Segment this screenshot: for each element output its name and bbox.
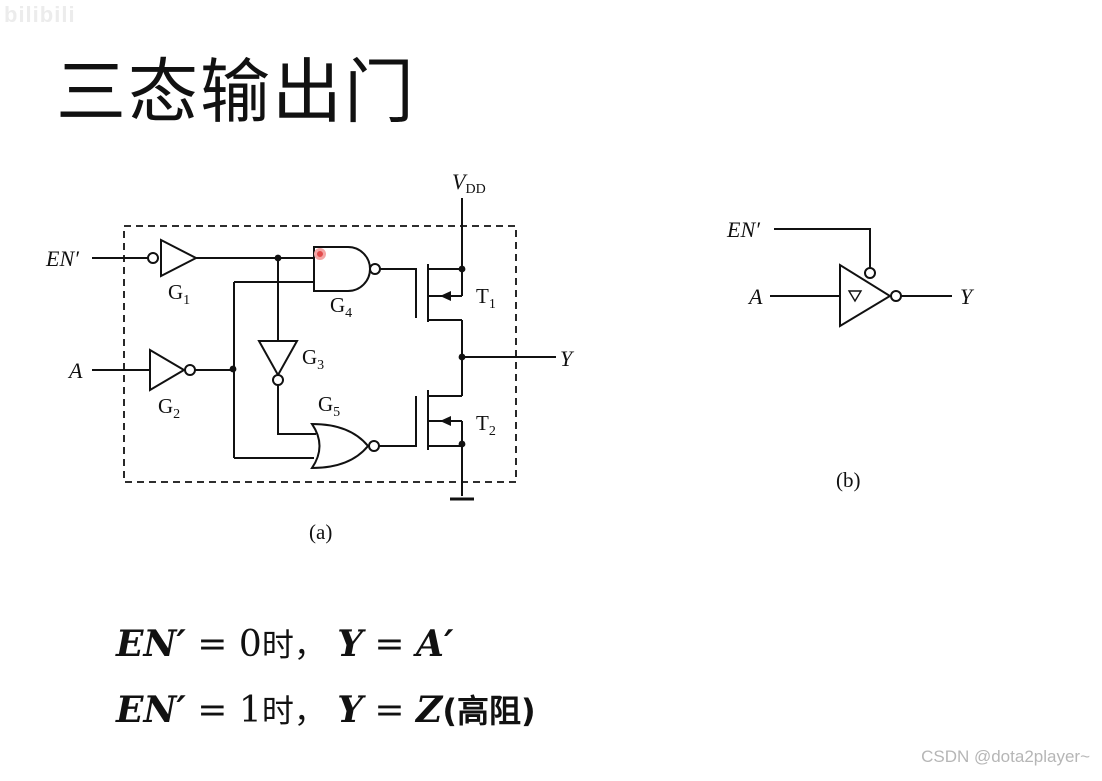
symbol-en-label: EN′	[726, 217, 761, 242]
symbol-a-label: A	[747, 284, 763, 309]
gate-label-g2: G2	[158, 394, 180, 422]
junction-dot	[458, 265, 466, 273]
y-output-label: Y	[560, 346, 575, 371]
bilibili-watermark: bilibili	[4, 2, 76, 27]
junction-dot	[458, 440, 466, 448]
g2-output-bubble	[184, 364, 196, 376]
pmos-transistor-t1	[427, 264, 462, 322]
formula-en-0: EN′ = 0时， Y = A′	[116, 623, 454, 665]
csdn-watermark: CSDN @dota2player~	[921, 747, 1090, 766]
transistor-label-t1: T1	[476, 284, 496, 312]
caption-b: (b)	[836, 468, 861, 492]
formula-en-1: EN′ = 1时， Y = Z(高阻)	[116, 689, 536, 731]
tristate-buffer-symbol	[770, 228, 952, 328]
gate-label-g4: G4	[330, 293, 352, 321]
en-input-bubble	[147, 252, 159, 264]
tristate-circuit-diagram: EN′ A Y VDD G1 G2 G3 G4 G5 T1 T2 (a) EN′…	[45, 169, 975, 544]
caption-a: (a)	[309, 520, 332, 544]
inverter-g3	[257, 340, 299, 378]
gate-label-g5: G5	[318, 392, 340, 420]
g4-output-bubble	[369, 263, 381, 275]
en-input-label: EN′	[45, 246, 80, 271]
slide-title: 三态输出门	[56, 51, 416, 133]
g3-output-bubble	[272, 374, 284, 386]
transistor-label-t2: T2	[476, 411, 496, 439]
nmos-transistor-t2	[427, 390, 462, 450]
cursor-highlight	[314, 248, 326, 260]
vdd-label: VDD	[452, 169, 486, 197]
gate-label-g3: G3	[302, 345, 324, 373]
nor-gate-g5	[310, 422, 370, 470]
buffer-g1	[160, 238, 199, 278]
three-state-indicator	[847, 290, 863, 303]
inverter-g2	[149, 348, 186, 392]
circuit-boundary	[123, 225, 517, 483]
g5-output-bubble	[368, 440, 380, 452]
a-input-label: A	[67, 358, 83, 383]
symbol-y-label: Y	[960, 284, 975, 309]
gate-label-g1: G1	[168, 280, 190, 308]
